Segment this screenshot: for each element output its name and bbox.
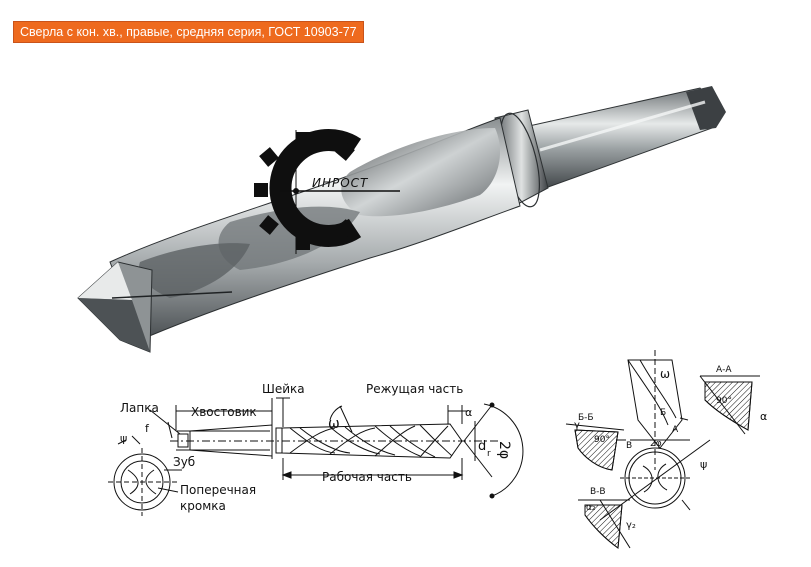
label-gamma2: γ₂ (626, 520, 636, 531)
label-twophi: 2φ (496, 441, 512, 459)
label-alpha-right: α (760, 410, 767, 423)
label-psi-right: ψ (700, 458, 707, 471)
label-kromka: кромка (180, 499, 226, 513)
label-rezhushchaya: Режущая часть (366, 382, 463, 396)
label-f: f (145, 422, 150, 435)
label-omega: ω (328, 416, 340, 432)
label-v-mark: В (626, 441, 632, 451)
label-alpha2: α₂ (586, 503, 596, 513)
drill-shank (519, 86, 726, 191)
label-r: r (487, 449, 491, 459)
page-title: Сверла с кон. хв., правые, средняя серия… (13, 21, 364, 43)
label-omega-right: ω (660, 367, 670, 381)
company-logo: ИНРОСТ (254, 129, 400, 254)
label-poperechnaya: Поперечная (180, 483, 256, 497)
label-90-b: 90° (594, 435, 610, 445)
label-sheyka: Шейка (262, 382, 305, 396)
label-90-a: 90° (716, 396, 732, 406)
label-khvostovik: Хвостовик (191, 405, 257, 419)
label-psi: ψ (120, 432, 127, 445)
label-b-mark: Б (660, 408, 666, 418)
label-bb: Б-Б (578, 413, 594, 423)
label-alpha: α (465, 406, 472, 419)
label-gamma: γ (574, 420, 580, 431)
logo-text: ИНРОСТ (312, 176, 369, 190)
label-aa: А-А (716, 365, 732, 375)
gear-c-logo-icon (254, 129, 400, 254)
label-twophi-right: 2φ (650, 439, 662, 449)
label-vv: В-В (590, 487, 606, 497)
drill-point (77, 261, 233, 353)
label-rabochaya: Рабочая часть (322, 470, 412, 484)
label-d: d (478, 439, 486, 454)
label-a-mark: А (672, 425, 679, 435)
label-zub: Зуб (173, 455, 195, 469)
label-lapka: Лапка (120, 401, 159, 415)
